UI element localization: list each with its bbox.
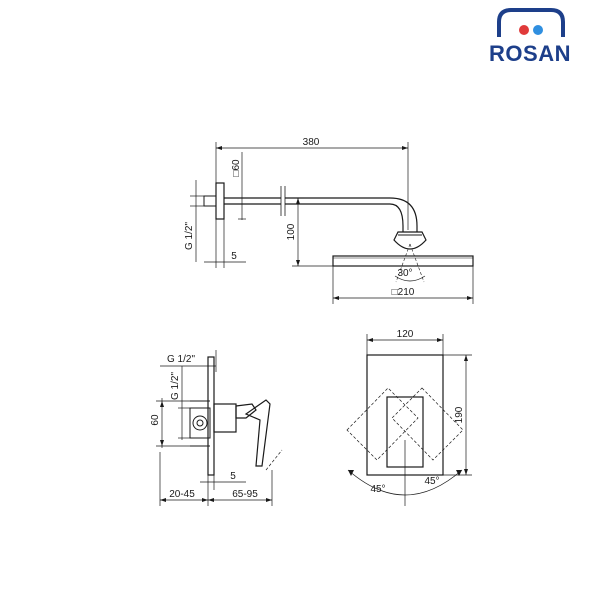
mixer-thread-side-label: G 1/2" xyxy=(170,372,181,400)
logo-arch-icon xyxy=(497,8,565,37)
plate-height-label: 190 xyxy=(454,406,465,423)
mixer-projection-label: 65-95 xyxy=(232,489,258,500)
shower-arm-drawing xyxy=(203,182,474,283)
mixer-depth-label: 20-45 xyxy=(169,489,195,500)
mixer-thread-top-label: G 1/2" xyxy=(167,354,195,365)
arm-length-label: 380 xyxy=(303,137,320,148)
mixer-plate-dimensions xyxy=(366,334,472,476)
shower-arm-arrowheads xyxy=(216,146,473,300)
mixer-height-label: 60 xyxy=(150,414,161,426)
arm-thread-label: G 1/2" xyxy=(184,222,195,250)
plate-width-label: 120 xyxy=(397,329,414,340)
mixer-wall-gap-label: 5 xyxy=(230,471,236,482)
arm-wall-gap-label: 5 xyxy=(231,251,237,262)
rosan-logo: ROSAN xyxy=(489,8,571,66)
mixer-side-drawing xyxy=(189,356,283,476)
rotation-left-label: 45° xyxy=(370,484,385,495)
rotation-right-label: 45° xyxy=(424,476,439,487)
tilt-angle-label: 30° xyxy=(397,268,412,279)
logo-blue-dot-icon xyxy=(533,25,543,35)
arm-drop-label: 100 xyxy=(286,223,297,240)
mixer-side-dimensions xyxy=(156,350,273,506)
mixer-plate-drawing xyxy=(346,354,464,506)
flange-square-label: □60 xyxy=(231,159,242,177)
logo-wordmark: ROSAN xyxy=(489,41,571,66)
head-square-label: □210 xyxy=(392,287,415,298)
mixer-plate-arrowheads xyxy=(348,338,468,476)
logo-red-dot-icon xyxy=(519,25,529,35)
mixer-side-arrowheads xyxy=(160,401,272,502)
